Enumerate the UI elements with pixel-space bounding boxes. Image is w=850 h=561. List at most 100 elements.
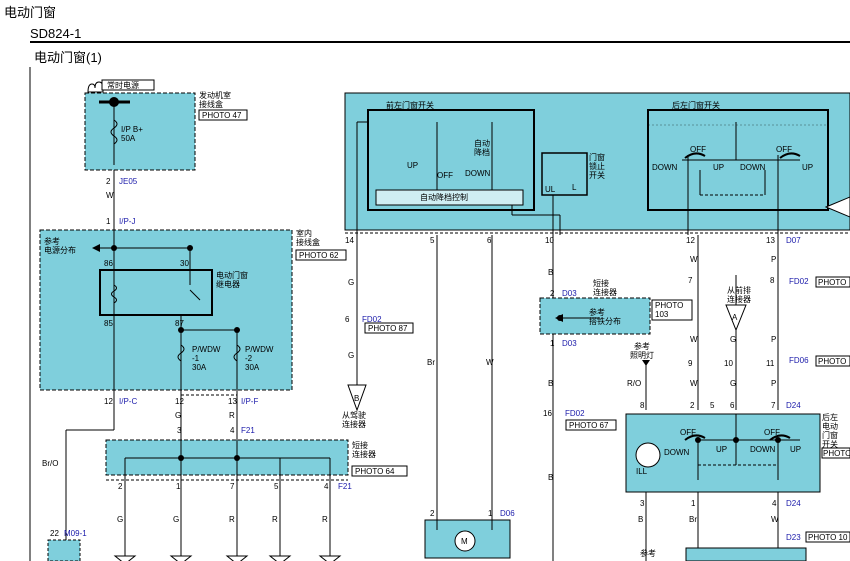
f21-top-label: F21: [241, 426, 255, 435]
rear-switch-off-1: OFF: [690, 145, 706, 154]
d24-top-label: D24: [786, 401, 801, 410]
wire-b-1: B: [548, 268, 553, 277]
photo-right-fd06-box: [815, 355, 850, 367]
d03-top-pin: 2: [550, 289, 555, 298]
ref-power-arrow: [92, 244, 100, 252]
f21-bottom-pin-2: 1: [176, 482, 181, 491]
front-switch-off: OFF: [437, 171, 453, 180]
connector-b-letter: B: [354, 394, 359, 403]
d23-label: D23: [786, 533, 801, 542]
fd06-pin-10: 10: [724, 359, 733, 368]
fd02-pin-6: 6: [345, 315, 350, 324]
short-connector-name-2: 连接器: [352, 449, 376, 459]
m09-connector-box: [47, 539, 81, 561]
fd02-pin-7: 7: [688, 276, 693, 285]
f21-bottom-pin-4: 5: [274, 482, 279, 491]
d06-pin-1: 1: [488, 509, 493, 518]
fuse-ipb-symbol: [110, 119, 118, 145]
d03-bottom-pin: 1: [550, 339, 555, 348]
relay-pin-85: 85: [104, 319, 113, 328]
bottom-wire-2: G: [173, 515, 179, 524]
d03-bottom-label: D03: [562, 339, 577, 348]
photo87-text: PHOTO 87: [368, 324, 408, 333]
right-wire-g-low: G: [730, 379, 736, 388]
rear-left-window-switch-4: 开关: [822, 439, 838, 449]
photo-right-fd02: PHOTO: [818, 278, 846, 287]
d24-bottom-pin-3: 3: [640, 499, 645, 508]
f21-bottom-pin-5: 4: [324, 482, 329, 491]
right-wire-p-low: P: [771, 379, 776, 388]
connector-a-letter: A: [732, 313, 738, 322]
fd02-label-right: FD02: [789, 277, 809, 286]
master-pin-6: 6: [487, 236, 492, 245]
wire-w: W: [486, 358, 494, 367]
lock-l: L: [572, 183, 577, 192]
ref-bottom: 参考: [640, 548, 656, 558]
lock-ul: UL: [545, 185, 556, 194]
bottom-right-wire-w: W: [771, 515, 779, 524]
d24-top-pin-6: 6: [730, 401, 735, 410]
ref-ground-arrow: [555, 314, 563, 322]
ref-illum-1: 参考: [634, 341, 650, 351]
m09-pin: 22: [50, 529, 59, 538]
photo103-1: PHOTO: [655, 301, 683, 310]
wire-br: Br: [427, 358, 435, 367]
power-window-relay: [99, 269, 213, 316]
bottom-right-wire-b: B: [638, 515, 643, 524]
ref-power-1: 参考: [44, 236, 60, 246]
d24-bottom-label: D24: [786, 499, 801, 508]
bottom-right-module: [685, 547, 807, 561]
bottom-wire-3: R: [229, 515, 235, 524]
pwdw1-2: -1: [192, 354, 200, 363]
right-wire-g-mid: G: [730, 335, 736, 344]
wire-ro: R/O: [627, 379, 641, 388]
wire-b-3: B: [548, 473, 553, 482]
photo47-text: PHOTO 47: [202, 111, 242, 120]
ref-illum-2: 照明灯: [630, 350, 654, 360]
master-pin-13: 13: [766, 236, 775, 245]
engine-fuse-box-name-1: 发动机室: [199, 90, 231, 100]
photo64-text: PHOTO 64: [355, 467, 395, 476]
ref-power-2: 电源分布: [44, 245, 76, 255]
fd06-pin-9: 9: [688, 359, 693, 368]
ipb-fuse-text-2: 50A: [121, 134, 136, 143]
relay-pin-87: 87: [175, 319, 184, 328]
bottom-wire-5: R: [322, 515, 328, 524]
ipf-pin-2: 13: [228, 397, 237, 406]
bottom-wire-4: R: [272, 515, 278, 524]
right-wire-w-mid: W: [690, 335, 698, 344]
fd02-pin-8: 8: [770, 276, 775, 285]
master-pin-14: 14: [345, 236, 354, 245]
d24-top-pin-5: 5: [710, 401, 715, 410]
rear-switch-off-2: OFF: [776, 145, 792, 154]
ground-arrow-2: [169, 555, 193, 561]
ipb-fuse-text-1: I/P B+: [121, 125, 143, 134]
f21-top-pin-1: 3: [177, 426, 182, 435]
m09-label: M09-1: [64, 529, 87, 538]
f21-top-pin-2: 4: [230, 426, 235, 435]
auto-down-2: 降档: [474, 147, 490, 157]
ill-label: ILL: [636, 467, 648, 476]
front-switch-down: DOWN: [465, 169, 491, 178]
ground-arrow-1: [113, 555, 137, 561]
ref-illum-arrow: [642, 360, 650, 366]
f21-bottom-pin-3: 7: [230, 482, 235, 491]
wire-g3: G: [348, 351, 354, 360]
hot-at-all-times-text: 常时电源: [107, 80, 139, 90]
right-wire-w-low: W: [690, 379, 698, 388]
short-conn2-1: 短接: [593, 278, 609, 288]
ground-arrow-4: [268, 555, 292, 561]
auto-down-module: [375, 189, 524, 206]
connector-f-arrow: [824, 196, 850, 218]
rlw-up-2: UP: [790, 445, 801, 454]
connector-b-arrow: [347, 384, 367, 412]
fd06-pin-11: 11: [766, 359, 775, 368]
right-wire-p-top: P: [771, 255, 776, 264]
je05-pin: 2: [106, 177, 111, 186]
master-pin-12: 12: [686, 236, 695, 245]
motor-letter: M: [461, 537, 468, 546]
d24-top-pin-2: 2: [690, 401, 695, 410]
slave-connector-1: 从驾驶: [342, 410, 366, 420]
je05-label: JE05: [119, 177, 138, 186]
